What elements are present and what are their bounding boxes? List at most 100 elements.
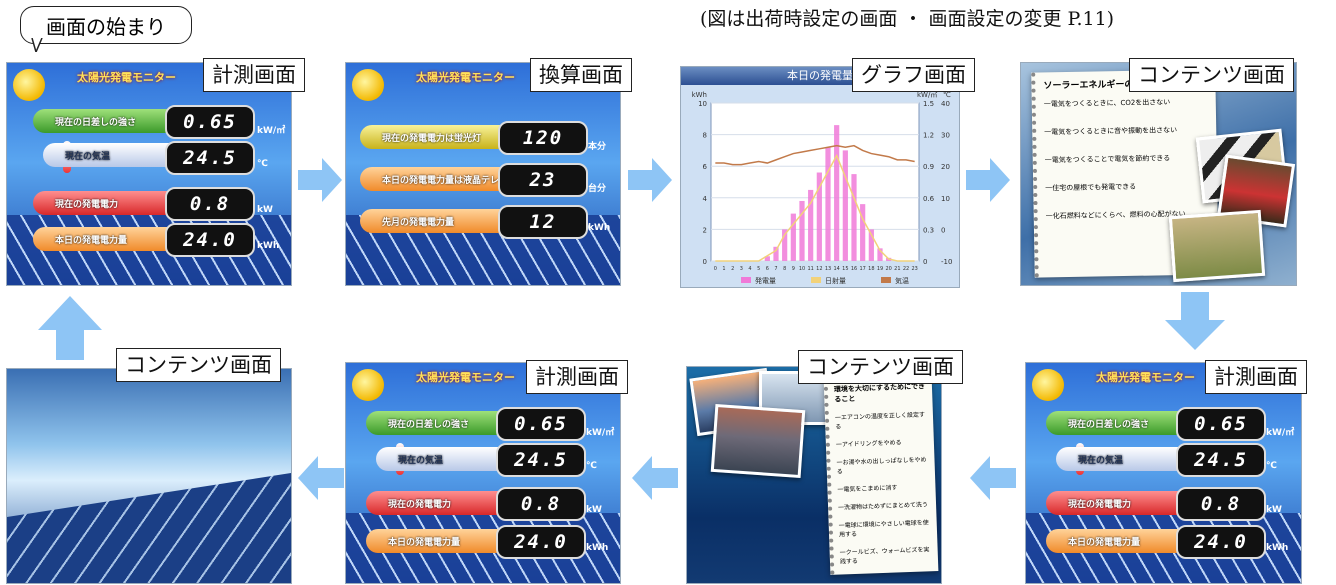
y-tick-label: 6 bbox=[703, 163, 708, 171]
content-line: 一電気をつくるときに音や振動を出さない bbox=[1044, 126, 1178, 137]
value-display: 120 bbox=[498, 121, 588, 155]
content-line: 一クールビズ、ウォームビズを実践する bbox=[839, 546, 930, 566]
unit-label: kWh bbox=[588, 223, 611, 233]
x-tick-label: 0 bbox=[714, 266, 717, 272]
screen-label-content-b: コンテンツ画面 bbox=[798, 350, 963, 384]
content-heading: 環境を大切にするためにできること bbox=[833, 382, 926, 404]
content-line: 一洗濯物はためずにまとめて洗う bbox=[838, 501, 929, 512]
unit-label: 本分 bbox=[588, 142, 607, 152]
value-display: 0.8 bbox=[1176, 487, 1266, 521]
value-display: 24.0 bbox=[1176, 525, 1266, 559]
bar bbox=[868, 229, 874, 261]
row-label: 本日の発電電力量 bbox=[388, 537, 461, 548]
sun-icon bbox=[352, 369, 384, 401]
y3-tick-label: 10 bbox=[941, 195, 950, 203]
value-display: 12 bbox=[498, 205, 588, 239]
start-bubble: 画面の始まり bbox=[20, 6, 192, 44]
irradiance-line bbox=[715, 153, 915, 262]
bar bbox=[799, 200, 805, 261]
y2-tick-label: 0.6 bbox=[923, 195, 935, 203]
y3-axis-label: ℃ bbox=[943, 91, 951, 99]
value-display: 0.65 bbox=[1176, 407, 1266, 441]
value-display: 24.0 bbox=[496, 525, 586, 559]
arrow-right-icon bbox=[966, 158, 1010, 202]
content-panel-c bbox=[6, 368, 292, 584]
bar bbox=[860, 204, 866, 261]
plot-area bbox=[710, 102, 920, 262]
legend-swatch bbox=[741, 277, 751, 283]
value-display: 0.65 bbox=[165, 105, 255, 139]
y3-tick-label: 30 bbox=[941, 132, 950, 140]
legend-swatch bbox=[811, 277, 821, 283]
road-photo bbox=[710, 403, 806, 479]
deer-photo bbox=[1168, 209, 1266, 283]
row-label: 本日の発電電力量 bbox=[1068, 537, 1141, 548]
legend-label: 発電量 bbox=[755, 276, 776, 285]
row-label: 現在の気温 bbox=[398, 455, 444, 466]
header-note: (図は出荷時設定の画面 ・ 画面設定の変更 P.11) bbox=[700, 8, 1115, 30]
content-line: 一電気をつくることで電気を節約できる bbox=[1044, 154, 1171, 165]
unit-label: kWh bbox=[586, 543, 609, 553]
sun-icon bbox=[13, 69, 45, 101]
x-tick-label: 6 bbox=[766, 266, 769, 272]
row-label: 現在の日差しの強さ bbox=[55, 117, 137, 128]
arrow-right-icon bbox=[298, 158, 342, 202]
y3-tick-label: 0 bbox=[941, 226, 945, 234]
sun-icon bbox=[352, 69, 384, 101]
y-tick-label: 0 bbox=[703, 258, 707, 266]
x-tick-label: 16 bbox=[851, 266, 857, 272]
bar bbox=[773, 246, 779, 261]
content-line: 一アイドリングをやめる bbox=[835, 439, 902, 449]
unit-label: kW bbox=[586, 505, 602, 515]
arrow-down-icon bbox=[1165, 292, 1225, 350]
content-line: 一電気をこまめに消す bbox=[837, 484, 898, 494]
y3-tick-label: -10 bbox=[941, 258, 952, 266]
value-display: 24.5 bbox=[496, 443, 586, 477]
bar bbox=[851, 174, 857, 261]
bar bbox=[782, 229, 788, 261]
unit-label: ℃ bbox=[1266, 461, 1277, 471]
x-tick-label: 19 bbox=[877, 266, 883, 272]
x-tick-label: 14 bbox=[833, 266, 839, 272]
unit-label: 台分 bbox=[588, 184, 607, 194]
legend-label: 気温 bbox=[895, 276, 909, 285]
unit-label: kW bbox=[1266, 505, 1282, 515]
x-tick-label: 23 bbox=[911, 266, 917, 272]
screen-label-content-c: コンテンツ画面 bbox=[116, 348, 281, 382]
y-tick-label: 2 bbox=[703, 226, 707, 234]
row-label: 現在の気温 bbox=[65, 151, 111, 162]
unit-label: kWh bbox=[1266, 543, 1289, 553]
monitor-title: 太陽光発電モニター bbox=[1096, 371, 1195, 384]
x-tick-label: 21 bbox=[894, 266, 900, 272]
content-line: 一エアコンの温度を正しく設定する bbox=[834, 411, 926, 431]
unit-label: kW bbox=[257, 205, 273, 215]
unit-label: kW/㎡ bbox=[257, 126, 286, 136]
arrow-right-icon bbox=[628, 158, 672, 202]
arrow-left-icon bbox=[632, 456, 678, 500]
value-display: 24.0 bbox=[165, 223, 255, 257]
value-display: 23 bbox=[498, 163, 588, 197]
arrow-left-icon bbox=[298, 456, 344, 500]
arrow-left-icon bbox=[970, 456, 1016, 500]
x-tick-label: 8 bbox=[783, 266, 786, 272]
x-tick-label: 7 bbox=[774, 266, 777, 272]
row-label: 現在の発電電力は蛍光灯 bbox=[382, 133, 482, 144]
row-label: 現在の日差しの強さ bbox=[1068, 419, 1150, 430]
monitor-title: 太陽光発電モニター bbox=[416, 371, 515, 384]
conversion-panel: 太陽光発電モニター 現在の発電電力は蛍光灯 120 本分 本日の発電電力量は液晶… bbox=[345, 62, 621, 286]
x-tick-label: 13 bbox=[825, 266, 831, 272]
screen-label-measurement-2: 計測画面 bbox=[1205, 360, 1307, 394]
screen-label-measurement-3: 計測画面 bbox=[526, 360, 628, 394]
bubble-tail bbox=[31, 38, 43, 52]
bar bbox=[764, 256, 770, 261]
row-label: 現在の気温 bbox=[1078, 455, 1124, 466]
x-tick-label: 17 bbox=[859, 266, 865, 272]
x-tick-label: 22 bbox=[903, 266, 909, 272]
arrow-up-icon bbox=[38, 296, 102, 360]
unit-label: ℃ bbox=[586, 461, 597, 471]
unit-label: kWh bbox=[257, 241, 280, 251]
row-label: 先月の発電電力量 bbox=[382, 217, 455, 228]
legend-swatch bbox=[881, 277, 891, 283]
screen-label-content-a: コンテンツ画面 bbox=[1129, 58, 1294, 92]
content-panel-b: 環境を大切にするためにできること 一エアコンの温度を正しく設定する 一アイドリン… bbox=[686, 366, 942, 584]
